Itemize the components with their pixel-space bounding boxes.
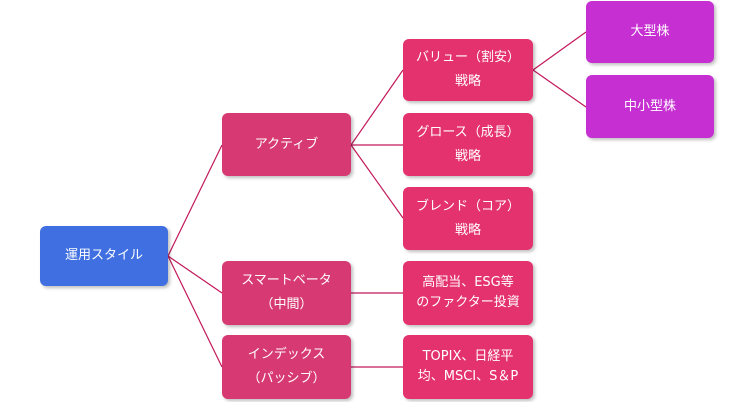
connector-value-small-mid-cap [532,69,587,108]
node-large-cap: 大型株 [586,1,714,63]
node-index-detail-line2: 均、MSCI、S＆P [417,369,519,384]
node-value-strategy: バリュー（割安） 戦略 [403,39,533,101]
node-smart-beta-detail: 高配当、ESG等 のファクター投資 [403,261,533,325]
node-blend-line1: ブレンド（コア） [415,198,520,214]
node-smart-beta-line2: （中間） [260,297,313,312]
node-index-detail: TOPIX、日経平 均、MSCI、S＆P [403,335,533,399]
node-index-line2: （パッシブ） [247,371,326,386]
node-small-mid-cap-label: 中小型株 [623,98,676,114]
node-root-label: 運用スタイル [64,248,143,263]
node-index: インデックス （パッシブ） [222,335,351,399]
node-index-detail-line1: TOPIX、日経平 [422,349,514,364]
connector-root-index [167,255,223,368]
node-blend-line2: 戦略 [454,222,481,238]
node-growth-line2: 戦略 [454,148,481,164]
node-index-line1: インデックス [247,347,326,362]
node-value-line2: 戦略 [454,74,481,89]
connector-active-value [350,69,404,146]
node-blend-strategy: ブレンド（コア） 戦略 [403,187,533,250]
node-active: アクティブ [222,113,351,176]
node-growth-line1: グロース（成長） [416,124,520,140]
node-active-label: アクティブ [254,136,319,152]
node-root-investment-style: 運用スタイル [40,226,168,286]
node-smart-beta: スマートベータ （中間） [222,261,351,325]
connector-value-large-cap [532,31,587,71]
connector-root-smart-beta [167,255,223,294]
connector-active-blend [350,144,404,219]
node-small-mid-cap: 中小型株 [586,75,714,138]
node-smart-beta-detail-line2: のファクター投資 [416,295,520,310]
node-value-line1: バリュー（割安） [415,50,520,65]
node-smart-beta-line1: スマートベータ [241,273,332,288]
node-growth-strategy: グロース（成長） 戦略 [403,113,533,176]
node-large-cap-label: 大型株 [630,24,670,39]
node-smart-beta-detail-line1: 高配当、ESG等 [422,275,514,290]
connector-root-active [167,144,223,257]
